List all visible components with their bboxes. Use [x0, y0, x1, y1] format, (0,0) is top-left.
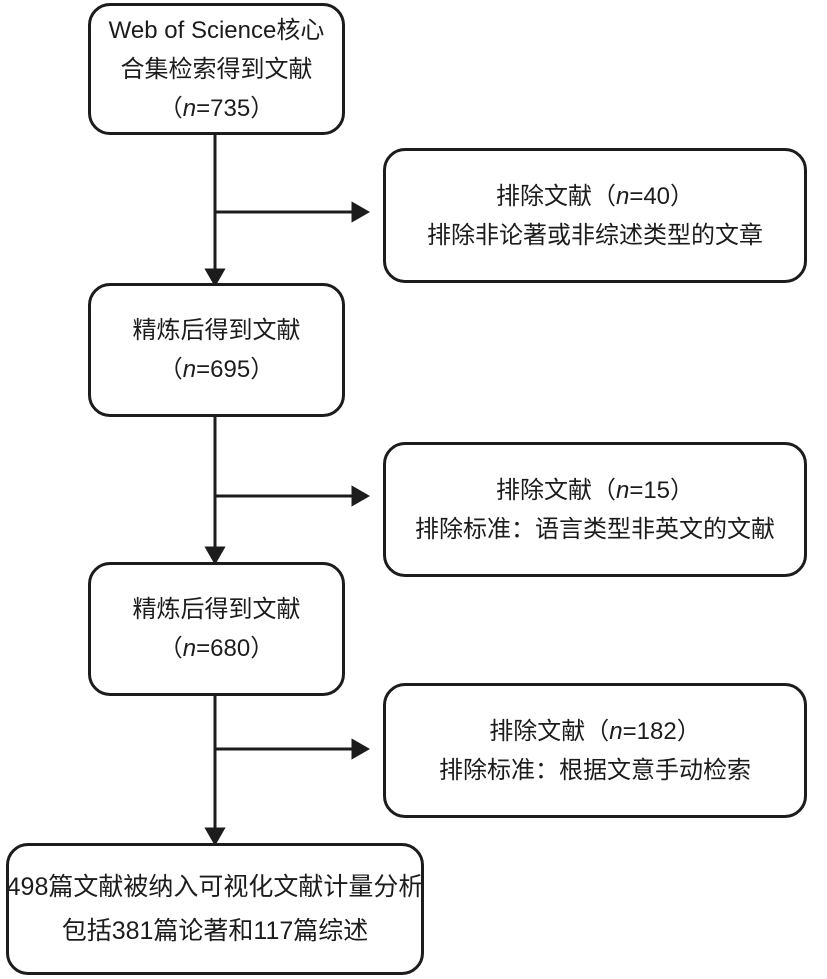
final-text-line: 包括381篇论著和117篇综述	[61, 917, 369, 945]
count-value: =15）	[629, 476, 695, 504]
box-wos-search: Web of Science核心 合集检索得到文献 （n=735）	[88, 3, 345, 135]
arrowhead-branch-2	[351, 485, 371, 507]
box-text-line: 精炼后得到文献	[132, 596, 301, 623]
paren-open: （	[591, 476, 616, 504]
n-variable: n	[182, 356, 197, 383]
count-value: =40）	[629, 182, 695, 210]
box-text-line: 精炼后得到文献	[132, 317, 301, 344]
n-variable: n	[609, 717, 623, 745]
exclusion-label: 排除文献	[489, 717, 586, 745]
box-refined-680: 精炼后得到文献 （n=680）	[88, 562, 345, 696]
paren-open: （	[591, 182, 616, 210]
box-count-line: （n=695）	[159, 350, 274, 389]
final-text-line: 498篇文献被纳入可视化文献计量分析	[6, 873, 424, 901]
box-title-line: 排除文献（n=15）	[496, 471, 694, 510]
exclusion-label: 排除文献	[495, 476, 592, 504]
count-value: =735）	[196, 94, 275, 122]
box-count-line: （n=735）	[159, 89, 274, 128]
paren-open: （	[158, 635, 183, 662]
box-text-line: 合集检索得到文献	[120, 55, 313, 83]
n-variable: n	[615, 182, 630, 210]
box-text-line: Web of Science核心	[108, 16, 325, 44]
exclusion-criterion: 排除非论著或非综述类型的文章	[427, 221, 763, 249]
n-variable: n	[615, 476, 630, 504]
count-value: =680）	[196, 635, 275, 662]
box-title-line: 排除文献（n=182）	[489, 712, 700, 751]
box-refined-695: 精炼后得到文献 （n=695）	[88, 283, 345, 417]
n-variable: n	[182, 94, 197, 122]
count-value: =182）	[622, 717, 701, 745]
arrowhead-branch-3	[351, 738, 371, 760]
box-title-line: 排除文献（n=40）	[496, 177, 694, 216]
box-count-line: （n=680）	[159, 629, 274, 668]
box-exclusion-40: 排除文献（n=40） 排除非论著或非综述类型的文章	[383, 148, 807, 283]
box-exclusion-15: 排除文献（n=15） 排除标准：语言类型非英文的文献	[383, 442, 807, 577]
arrowhead-down-3	[204, 827, 226, 847]
paren-open: （	[158, 356, 183, 383]
box-final-inclusion: 498篇文献被纳入可视化文献计量分析 包括381篇论著和117篇综述	[6, 843, 424, 975]
box-exclusion-182: 排除文献（n=182） 排除标准：根据文意手动检索	[383, 683, 807, 818]
arrowhead-branch-1	[351, 201, 371, 223]
paren-open: （	[158, 94, 183, 122]
arrowhead-down-1	[204, 268, 226, 288]
exclusion-criterion: 排除标准：语言类型非英文的文献	[415, 515, 775, 543]
exclusion-label: 排除文献	[495, 182, 592, 210]
count-value: =695）	[196, 356, 275, 383]
n-variable: n	[182, 635, 197, 662]
exclusion-criterion: 排除标准：根据文意手动检索	[439, 756, 751, 784]
paren-open: （	[585, 717, 610, 745]
arrowhead-down-2	[204, 546, 226, 566]
